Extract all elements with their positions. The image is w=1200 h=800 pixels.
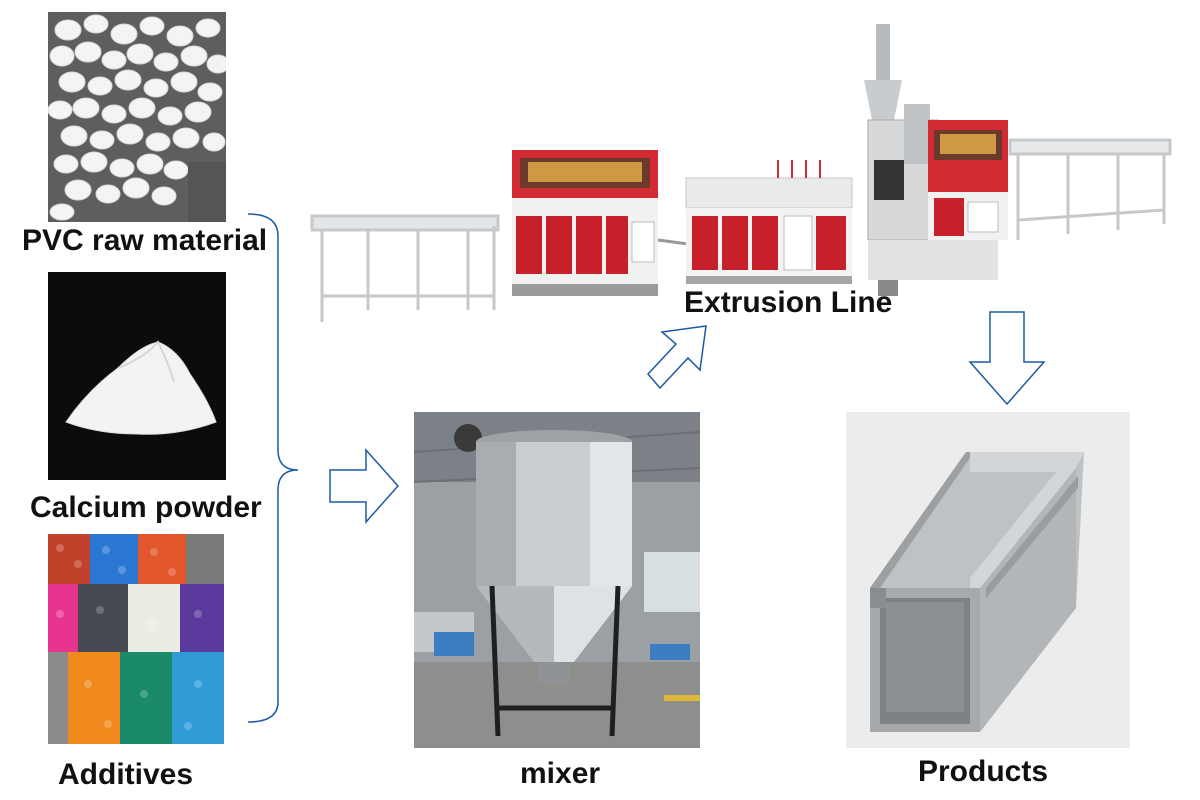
pvc-raw-material-image xyxy=(48,12,226,222)
additives-image xyxy=(48,534,224,744)
feeding-frame xyxy=(1008,138,1172,240)
haul-off-unit xyxy=(512,150,658,296)
calcium-powder-label: Calcium powder xyxy=(30,491,262,524)
products-image xyxy=(846,412,1130,748)
extrusion-line-image xyxy=(308,10,1188,330)
arrow-to-extrusion-icon xyxy=(646,325,707,390)
mixer-label: mixer xyxy=(520,757,601,790)
calcium-powder-image xyxy=(48,272,226,480)
extruder xyxy=(864,24,1008,296)
vacuum-calibration-tank xyxy=(685,160,853,284)
mixer-image xyxy=(414,412,700,748)
products-label: Products xyxy=(918,755,1049,788)
extrusion-line-label: Extrusion Line xyxy=(684,286,893,319)
cutter-rack xyxy=(310,214,500,322)
pvc-raw-material-label: PVC raw material xyxy=(22,224,268,257)
arrow-to-mixer-icon xyxy=(329,448,400,524)
arrow-to-products-icon xyxy=(968,311,1046,406)
additives-label: Additives xyxy=(58,758,194,791)
input-bracket xyxy=(247,213,299,723)
